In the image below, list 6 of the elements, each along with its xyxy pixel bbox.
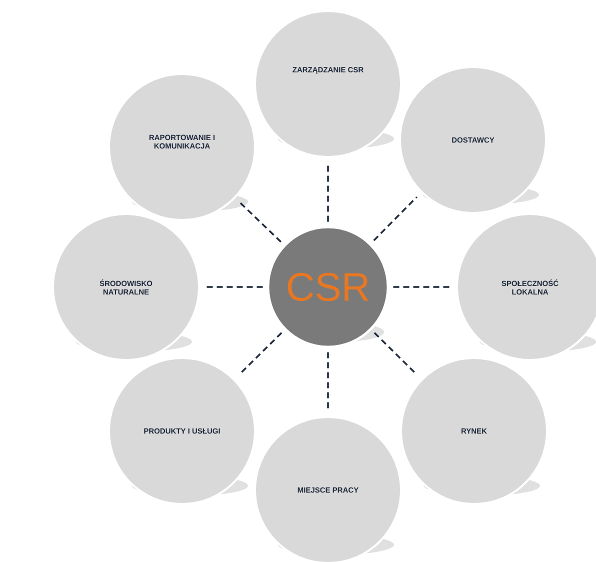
connector-line [206, 286, 263, 288]
connector-line [393, 286, 450, 288]
connector-line [327, 164, 329, 222]
connector-line [327, 352, 329, 410]
connector-line [373, 196, 418, 242]
connector-line [239, 202, 282, 242]
